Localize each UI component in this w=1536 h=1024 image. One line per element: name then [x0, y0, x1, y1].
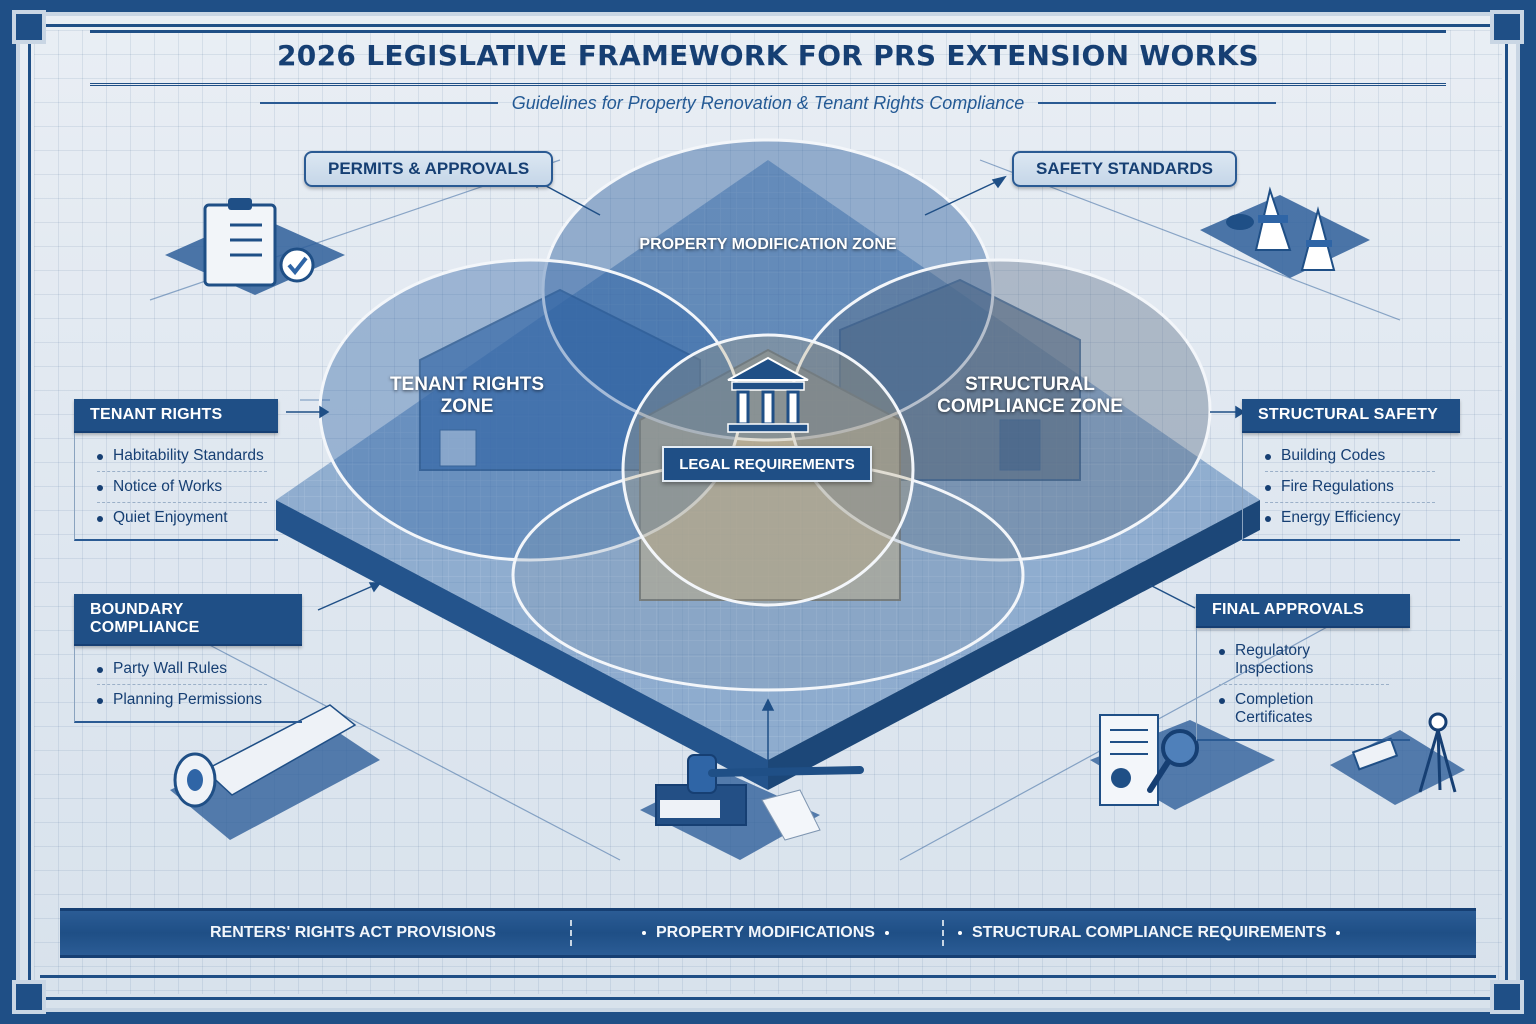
frame-corner-ornament — [12, 10, 46, 44]
connector-arrows — [286, 175, 1246, 760]
list-item: Building Codes — [1265, 441, 1435, 472]
subtitle-bar: Guidelines for Property Renovation & Ten… — [260, 90, 1276, 116]
list-item: Planning Permissions — [97, 685, 267, 715]
footer-label: PROPERTY MODIFICATIONS — [656, 924, 875, 941]
list-item: Completion Certificates — [1219, 685, 1389, 733]
zone-label-structural-compliance: STRUCTURAL COMPLIANCE ZONE — [930, 374, 1130, 418]
list-item: Quiet Enjoyment — [97, 503, 267, 533]
list-item: Notice of Works — [97, 472, 267, 503]
list-item: Energy Efficiency — [1265, 503, 1435, 533]
permits-approvals-callout: PERMITS & APPROVALS — [304, 151, 554, 187]
footer-band: RENTERS' RIGHTS ACT PROVISIONS PROPERTY … — [60, 908, 1476, 958]
bullet-dot — [958, 931, 962, 935]
panel-final-approvals: FINAL APPROVALS Regulatory Inspections C… — [1196, 594, 1410, 741]
clipboard-checklist-icon — [165, 198, 345, 295]
zone-label-property-modification: PROPERTY MODIFICATION ZONE — [639, 236, 897, 253]
zone-label-tenant-rights: TENANT RIGHTS ZONE — [372, 374, 562, 418]
zone-label-line: STRUCTURAL — [965, 374, 1095, 395]
bullet-dot — [1336, 931, 1341, 935]
panel-list: Building Codes Fire Regulations Energy E… — [1242, 433, 1460, 541]
footer-label: RENTERS' RIGHTS ACT PROVISIONS — [210, 924, 496, 941]
bullet-dot — [642, 931, 646, 935]
list-item: Regulatory Inspections — [1219, 636, 1389, 685]
list-item: Party Wall Rules — [97, 654, 267, 685]
footer-item-property-modifications: PROPERTY MODIFICATIONS — [642, 924, 942, 942]
frame-corner-ornament — [1490, 10, 1524, 44]
circle-property-modification — [541, 138, 995, 442]
safety-standards-callout: SAFETY STANDARDS — [1012, 151, 1237, 187]
frame-corner-ornament — [1490, 980, 1524, 1014]
blueprint-roll-icon — [170, 704, 380, 840]
legal-requirements-label: LEGAL REQUIREMENTS — [662, 446, 872, 482]
divider — [1038, 102, 1276, 104]
list-item: Fire Regulations — [1265, 472, 1435, 503]
panel-list: Party Wall Rules Planning Permissions — [74, 646, 302, 723]
panel-list: Regulatory Inspections Completion Certif… — [1196, 628, 1410, 741]
panel-header: TENANT RIGHTS — [74, 399, 278, 433]
venn-circles — [318, 138, 1212, 692]
panel-tenant-rights: TENANT RIGHTS Habitability Standards Not… — [74, 399, 278, 541]
certificate-magnifier-icon — [1090, 714, 1275, 810]
gavel-book-icon — [640, 754, 864, 860]
frame-corner-ornament — [12, 980, 46, 1014]
title-bar: 2026 LEGISLATIVE FRAMEWORK FOR PRS EXTEN… — [90, 30, 1446, 86]
panel-boundary-compliance: BOUNDARY COMPLIANCE Party Wall Rules Pla… — [74, 594, 302, 723]
zone-label-line: ZONE — [440, 395, 494, 417]
footer-item-structural-compliance: STRUCTURAL COMPLIANCE REQUIREMENTS — [958, 924, 1341, 942]
divider — [40, 975, 1496, 978]
divider — [260, 102, 498, 104]
footer-label: STRUCTURAL COMPLIANCE REQUIREMENTS — [972, 924, 1327, 941]
traffic-cone-icon — [1200, 186, 1370, 278]
panel-list: Habitability Standards Notice of Works Q… — [74, 433, 278, 541]
list-item: Habitability Standards — [97, 441, 267, 472]
panel-header: STRUCTURAL SAFETY — [1242, 399, 1460, 433]
footer-item-renters-rights: RENTERS' RIGHTS ACT PROVISIONS — [210, 924, 570, 942]
panel-header: FINAL APPROVALS — [1196, 594, 1410, 628]
zone-label-line: TENANT RIGHTS — [389, 374, 545, 395]
surveyor-tripod-icon — [1330, 712, 1465, 805]
panel-structural-safety: STRUCTURAL SAFETY Building Codes Fire Re… — [1242, 399, 1460, 541]
page-subtitle: Guidelines for Property Renovation & Ten… — [511, 92, 1025, 113]
footer-separator — [942, 920, 944, 946]
zone-label-line: COMPLIANCE ZONE — [937, 395, 1123, 417]
footer-separator — [570, 920, 572, 946]
bullet-dot — [884, 931, 889, 935]
panel-header: BOUNDARY COMPLIANCE — [74, 594, 302, 646]
courthouse-icon — [727, 356, 809, 433]
page-title: 2026 LEGISLATIVE FRAMEWORK FOR PRS EXTEN… — [277, 39, 1259, 72]
